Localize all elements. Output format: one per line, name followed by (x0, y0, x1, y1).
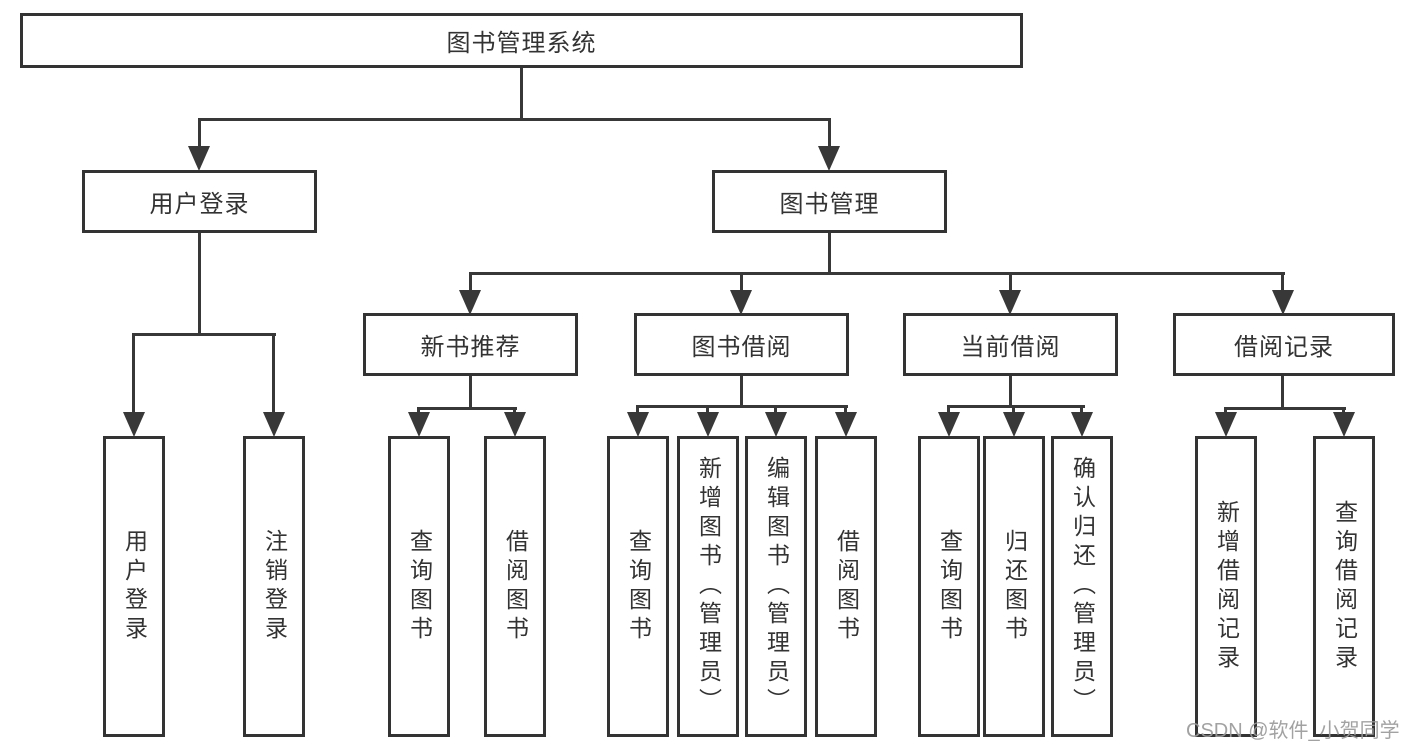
connector-root-hline (198, 118, 831, 121)
arrowhead-down-icon (835, 412, 857, 437)
connector-vline (828, 118, 831, 150)
connector-vline (740, 272, 743, 293)
leaf-add-books-admin: 新增图书（管理员） (677, 436, 739, 737)
node-label: 借阅图书 (502, 528, 529, 645)
connector-vline (1224, 407, 1227, 416)
connector-vline (417, 407, 420, 416)
arrowhead-down-icon (730, 290, 752, 315)
arrowhead-down-icon (188, 146, 210, 171)
connector-vline (272, 333, 275, 416)
leaf-query-books-3: 查询图书 (918, 436, 980, 737)
node-label: 当前借阅 (960, 334, 1061, 361)
connector-vline (469, 272, 472, 293)
connector-vline (132, 333, 135, 416)
leaf-logout: 注销登录 (243, 436, 305, 737)
arrowhead-down-icon (1003, 412, 1025, 437)
arrowhead-down-icon (697, 412, 719, 437)
node-label: 确认归还（管理员） (1069, 456, 1096, 717)
connector-borrowrecords-hline (1224, 407, 1346, 410)
connector-bookborrow-stub (740, 376, 743, 408)
node-user-login: 用户登录 (82, 170, 317, 233)
connector-vline (947, 405, 950, 416)
leaf-borrow-books-1: 借阅图书 (484, 436, 546, 737)
node-label: 用户登录 (149, 191, 250, 218)
node-new-book-recommend: 新书推荐 (363, 313, 578, 376)
connector-vline (1342, 407, 1345, 416)
connector-currentborrow-stub (1009, 376, 1012, 408)
node-book-borrow: 图书借阅 (634, 313, 849, 376)
connector-vline (774, 405, 777, 416)
connector-userlogin-stub (198, 233, 201, 336)
node-label: 编辑图书（管理员） (763, 456, 790, 717)
node-label: 用户登录 (121, 528, 148, 645)
leaf-query-borrow-record: 查询借阅记录 (1313, 436, 1375, 737)
arrowhead-down-icon (818, 146, 840, 171)
node-label: 借阅记录 (1234, 334, 1334, 361)
node-current-borrow: 当前借阅 (903, 313, 1118, 376)
connector-vline (513, 407, 516, 416)
connector-newbooks-hline (417, 407, 517, 410)
node-label: 注销登录 (261, 528, 288, 645)
connector-vline (844, 405, 847, 416)
arrowhead-down-icon (123, 412, 145, 437)
connector-currentborrow-hline (947, 405, 1085, 408)
connector-vline (1281, 272, 1284, 293)
arrowhead-down-icon (504, 412, 526, 437)
node-label: 新书推荐 (420, 334, 521, 361)
arrowhead-down-icon (459, 290, 481, 315)
node-label: 图书借阅 (691, 334, 792, 361)
connector-vline (1080, 405, 1083, 416)
node-book-management: 图书管理 (712, 170, 947, 233)
arrowhead-down-icon (1272, 290, 1294, 315)
leaf-borrow-books-2: 借阅图书 (815, 436, 877, 737)
leaf-add-borrow-record: 新增借阅记录 (1195, 436, 1257, 737)
node-label: 查询借阅记录 (1331, 499, 1358, 674)
node-label: 查询图书 (936, 528, 963, 645)
connector-bookmgmt-stub (828, 233, 831, 275)
arrowhead-down-icon (1333, 412, 1355, 437)
node-borrow-records: 借阅记录 (1173, 313, 1395, 376)
node-label: 图书管理系统 (446, 30, 597, 57)
arrowhead-down-icon (408, 412, 430, 437)
connector-vline (636, 405, 639, 416)
connector-vline (198, 118, 201, 150)
leaf-query-books-2: 查询图书 (607, 436, 669, 737)
node-label: 查询图书 (625, 528, 652, 645)
connector-vline (706, 405, 709, 416)
node-label: 新增图书（管理员） (695, 456, 722, 717)
node-label: 归还图书 (1001, 528, 1028, 645)
arrowhead-down-icon (999, 290, 1021, 315)
csdn-watermark: CSDN @软件_小贺同学 (1186, 720, 1400, 742)
arrowhead-down-icon (1215, 412, 1237, 437)
connector-root-stub (520, 68, 523, 121)
node-root: 图书管理系统 (20, 13, 1023, 68)
leaf-return-books: 归还图书 (983, 436, 1045, 737)
connector-bookborrow-hline (636, 405, 848, 408)
arrowhead-down-icon (938, 412, 960, 437)
connector-userlogin-hline (132, 333, 276, 336)
node-label: 图书管理 (779, 191, 880, 218)
arrowhead-down-icon (263, 412, 285, 437)
arrowhead-down-icon (765, 412, 787, 437)
leaf-user-login: 用户登录 (103, 436, 165, 737)
connector-vline (1012, 405, 1015, 416)
node-label: 查询图书 (406, 528, 433, 645)
leaf-confirm-return-admin: 确认归还（管理员） (1051, 436, 1113, 737)
node-label: 新增借阅记录 (1213, 499, 1240, 674)
connector-borrowrecords-stub (1281, 376, 1284, 410)
arrowhead-down-icon (627, 412, 649, 437)
leaf-edit-books-admin: 编辑图书（管理员） (745, 436, 807, 737)
node-label: 借阅图书 (833, 528, 860, 645)
connector-vline (1009, 272, 1012, 293)
connector-bookmgmt-hline (469, 272, 1285, 275)
leaf-query-books-1: 查询图书 (388, 436, 450, 737)
arrowhead-down-icon (1071, 412, 1093, 437)
connector-newbooks-stub (469, 376, 472, 410)
